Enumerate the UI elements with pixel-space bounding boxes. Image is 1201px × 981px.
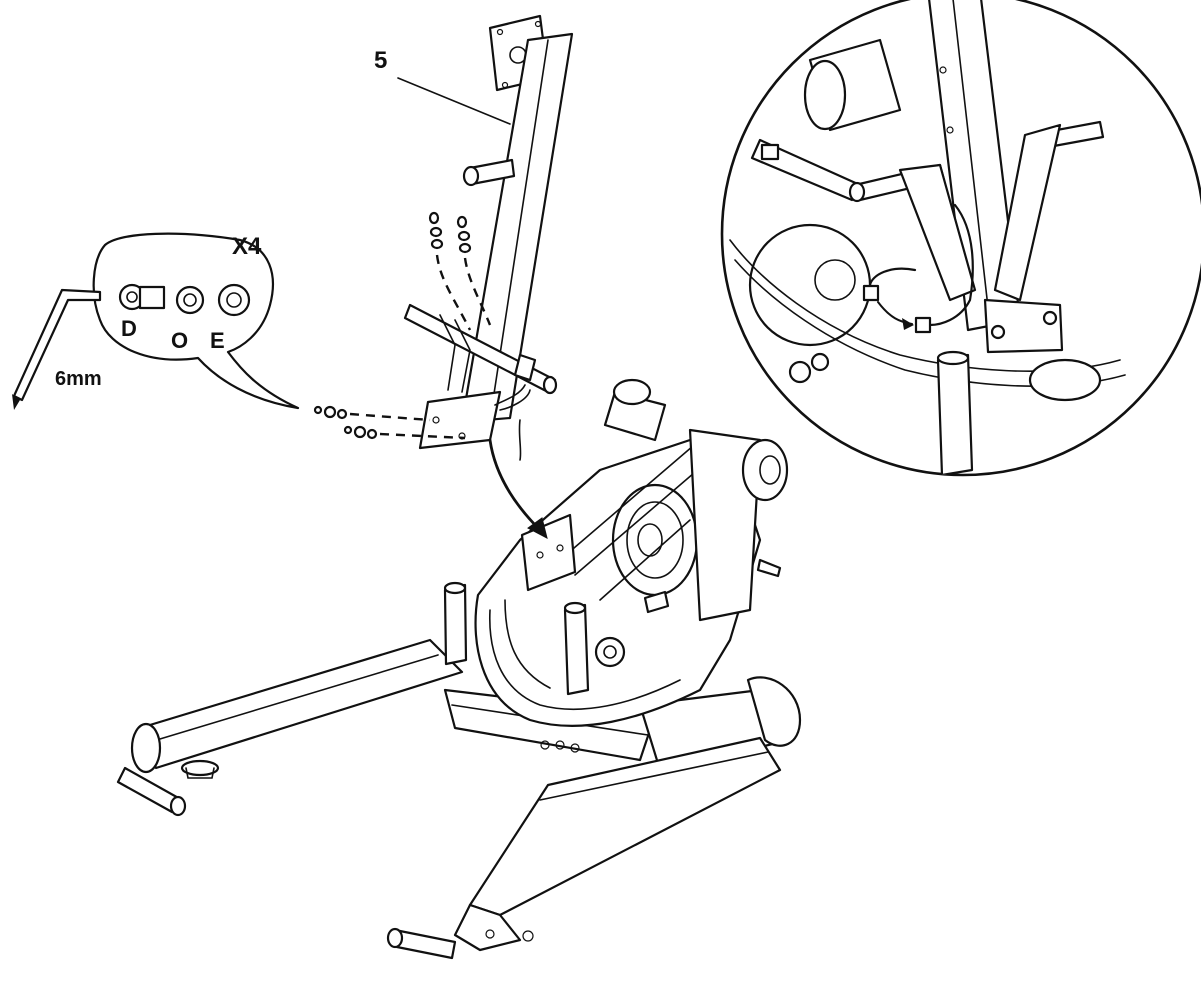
base-frame bbox=[116, 638, 802, 960]
main-body bbox=[443, 378, 789, 727]
spring-washer-label: O bbox=[171, 328, 188, 353]
assembly-arrow bbox=[488, 438, 548, 539]
allen-key-icon: 6mm bbox=[12, 288, 102, 410]
flat-washer-label: E bbox=[210, 328, 225, 353]
side-hardware bbox=[313, 405, 466, 440]
detail-inset bbox=[720, 0, 1201, 477]
hardware-callout: X4 D O E bbox=[92, 232, 300, 410]
bolt-label: D bbox=[121, 316, 137, 341]
part-number-label: 5 bbox=[374, 47, 387, 74]
quantity-label: X4 bbox=[232, 233, 262, 260]
upright-mast bbox=[403, 14, 574, 461]
tool-size-label: 6mm bbox=[55, 368, 102, 390]
part-5-leader bbox=[397, 77, 511, 125]
top-hardware bbox=[428, 211, 492, 331]
